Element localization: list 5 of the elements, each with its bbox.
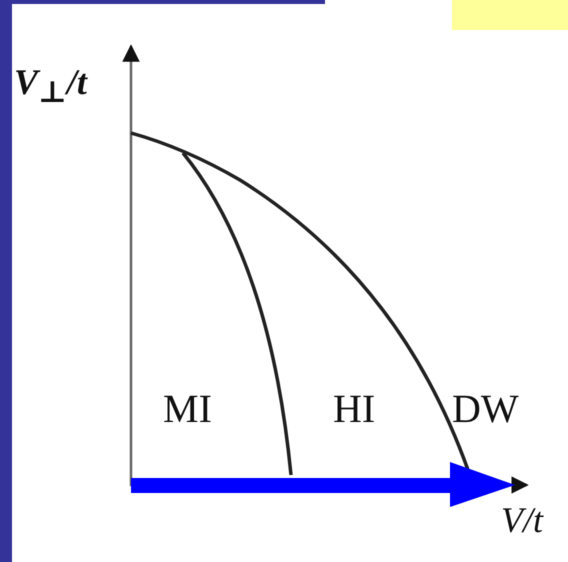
region-label: MI	[163, 389, 212, 429]
region-label: HI	[333, 389, 376, 429]
region-label: DW	[452, 389, 519, 429]
y-axis-label: V$_{⊥}$/t	[14, 64, 87, 108]
x-axis-label: V/t	[501, 502, 543, 538]
